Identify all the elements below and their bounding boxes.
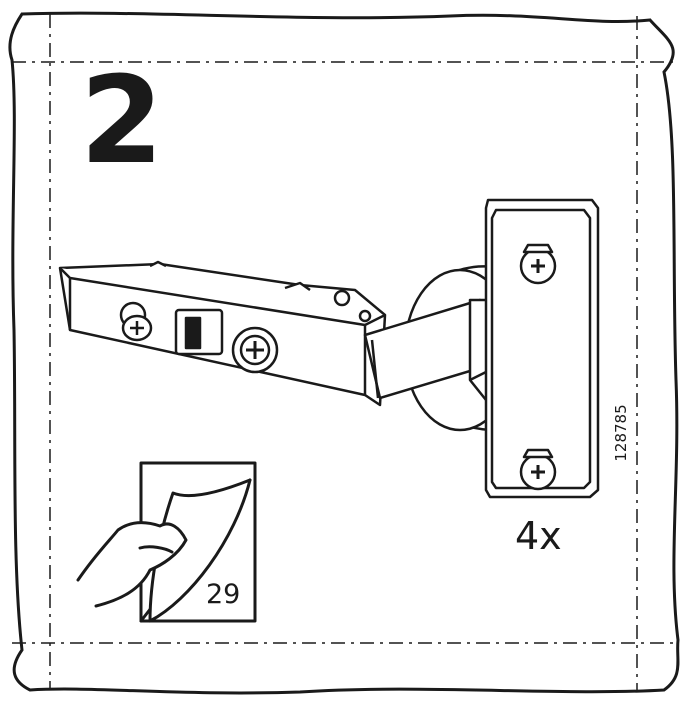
page-reference[interactable]: 29: [206, 579, 241, 610]
part-number: 128785: [612, 404, 630, 462]
cut-guide-lines: [12, 14, 676, 692]
step-number: 2: [80, 52, 164, 191]
turn-page-icon: [76, 461, 257, 623]
quantity-label: 4x: [515, 514, 562, 558]
cabinet-hinge-icon: [58, 198, 600, 499]
panel-frame: [8, 11, 680, 695]
